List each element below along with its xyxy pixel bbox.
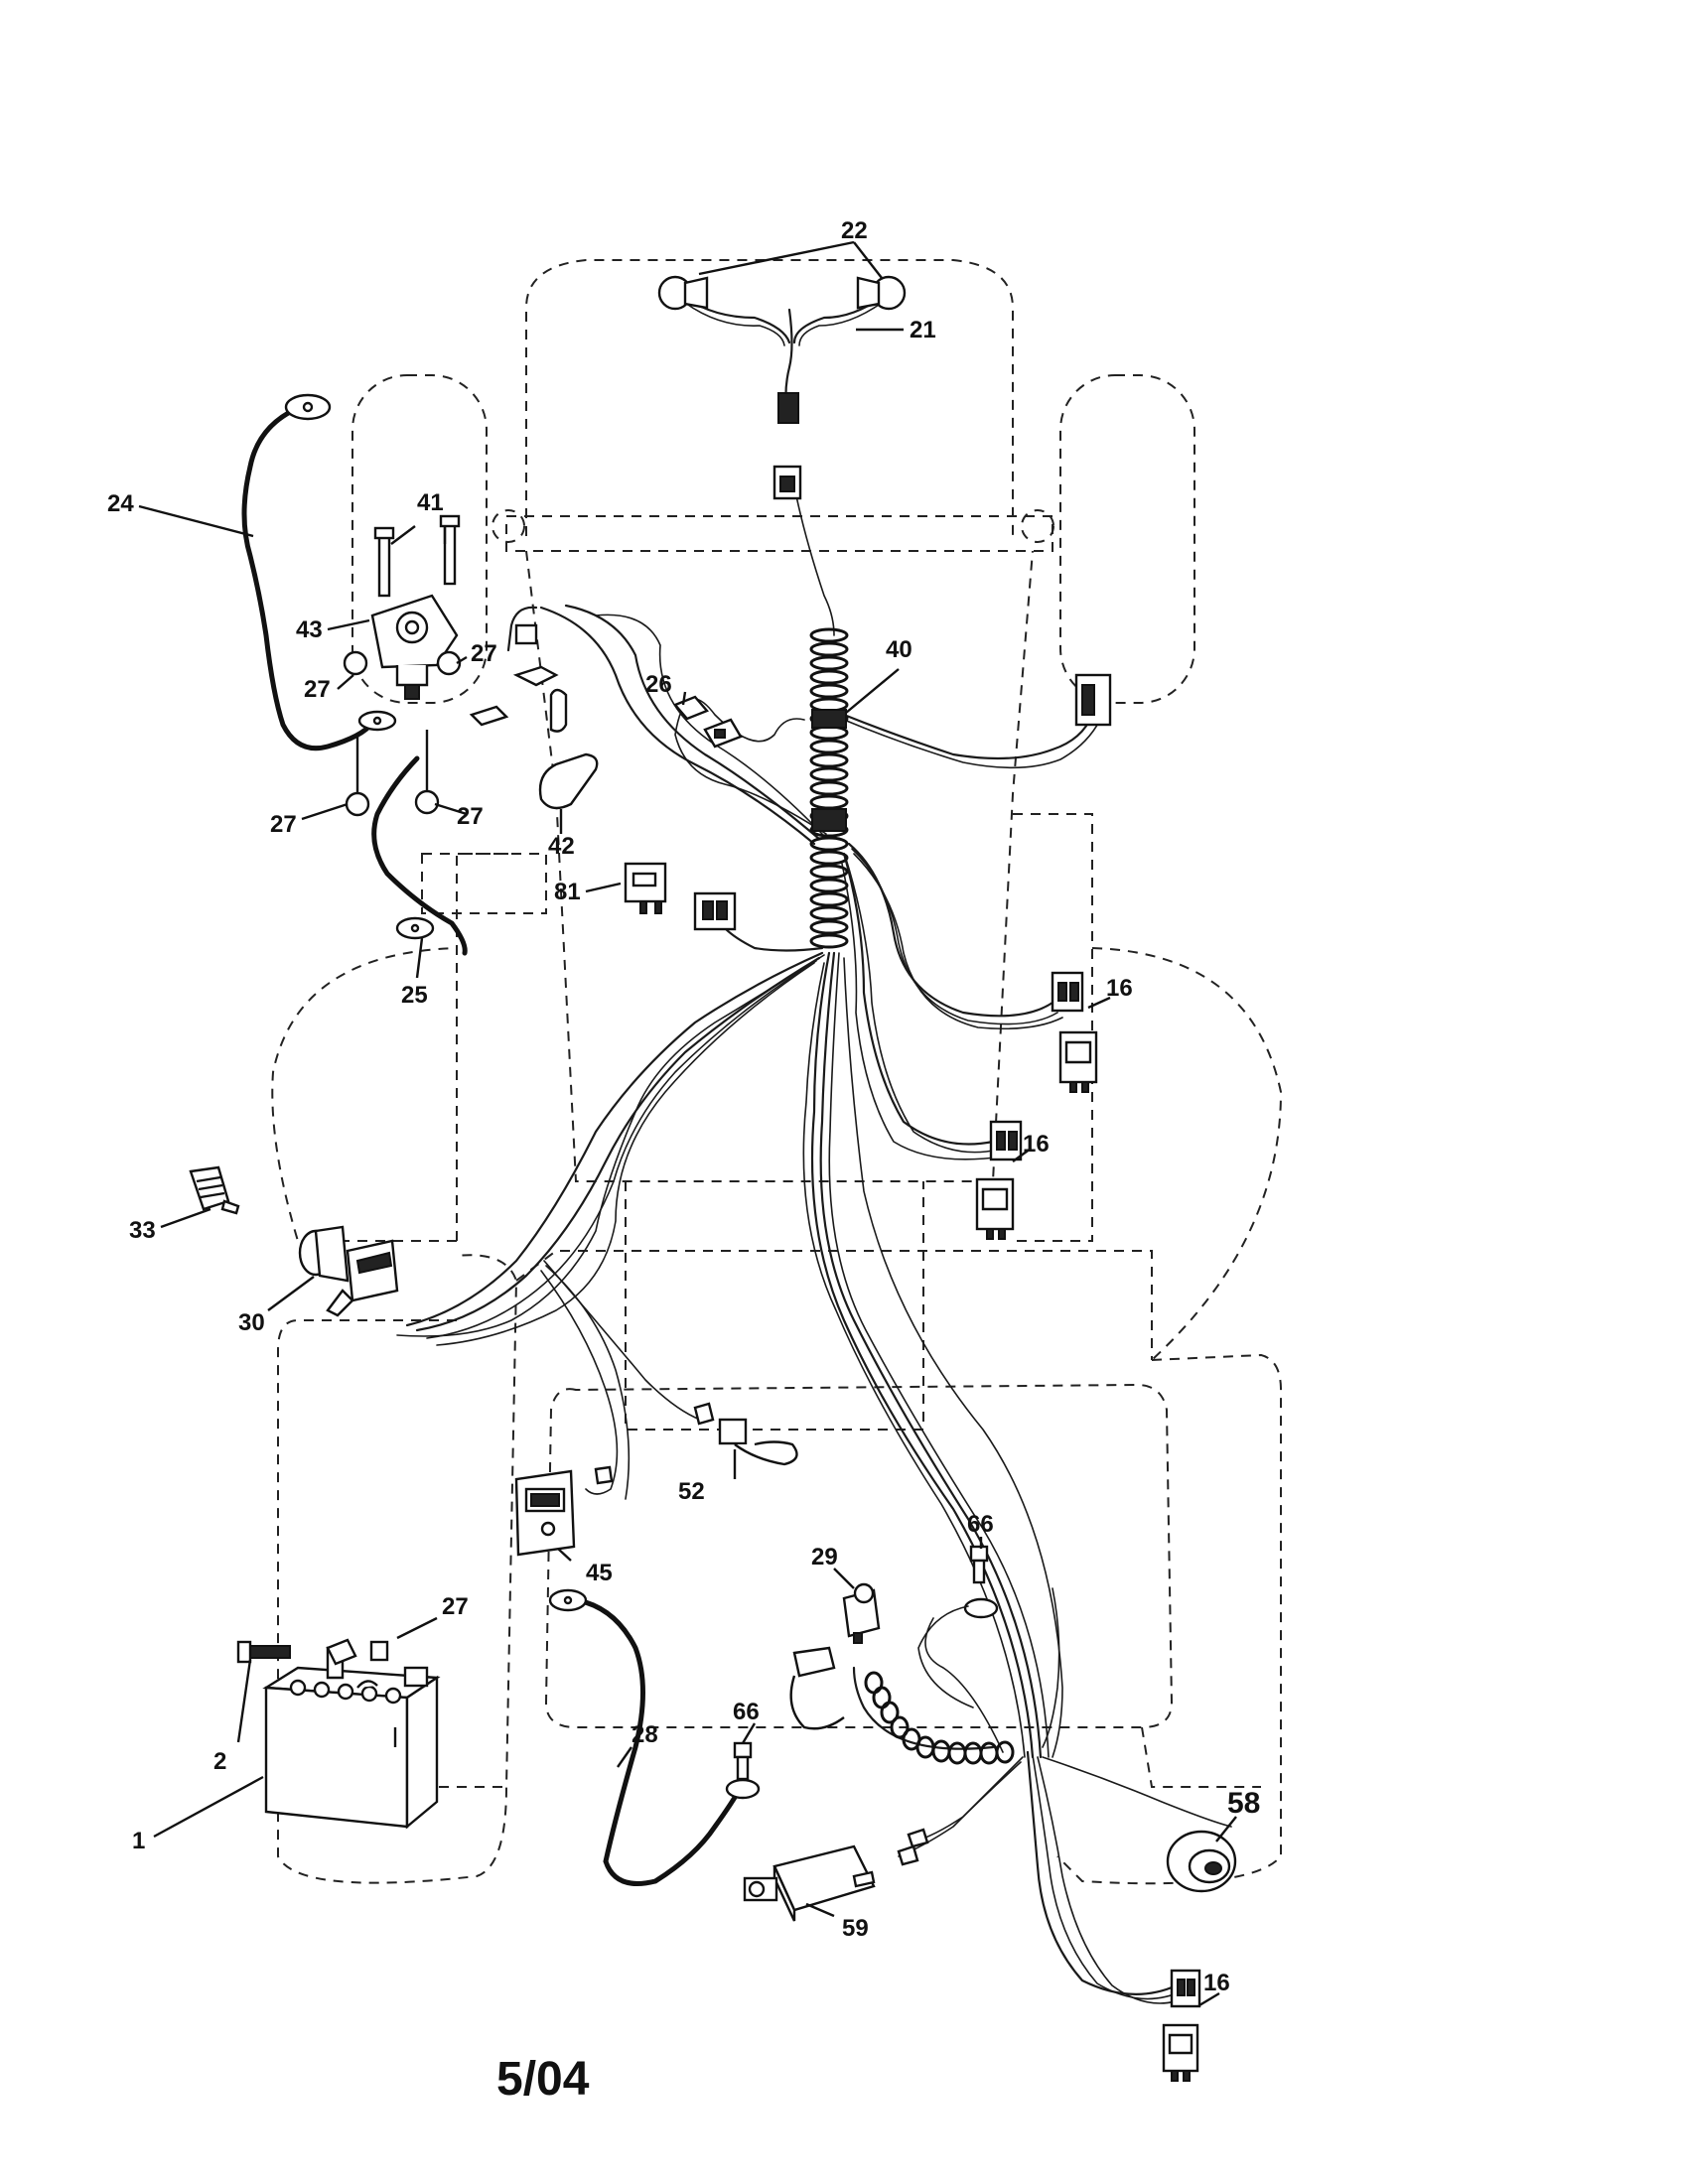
label-27-e: 27: [442, 1593, 469, 1620]
ground-cable: [548, 1588, 761, 1886]
voltage-regulator: [743, 1844, 876, 1922]
light-connector: [718, 1418, 798, 1466]
label-21: 21: [910, 317, 936, 343]
split-loom: [809, 627, 849, 949]
cable-25: [371, 755, 468, 956]
starter-cable: [241, 393, 397, 751]
interlock-switch-1: [1051, 971, 1098, 1093]
label-16-b: 16: [1023, 1131, 1050, 1158]
label-58: 58: [1227, 1787, 1260, 1820]
ground-bolt-upper: [917, 1545, 999, 1708]
label-45: 45: [586, 1560, 613, 1586]
wire-harness: [396, 308, 1232, 2004]
label-42: 42: [548, 833, 575, 860]
date-code: 5/04: [496, 2053, 590, 2106]
label-27-a: 27: [471, 640, 497, 667]
battery: [262, 1646, 441, 1830]
label-24: 24: [107, 490, 134, 517]
label-52: 52: [678, 1478, 705, 1505]
label-30: 30: [238, 1309, 265, 1336]
label-40: 40: [886, 636, 912, 663]
label-2: 2: [213, 1748, 226, 1775]
ground-bolt-lower: [733, 1741, 753, 1781]
label-27-c: 27: [270, 811, 297, 838]
label-59: 59: [842, 1915, 869, 1942]
label-41: 41: [417, 489, 444, 516]
label-43: 43: [296, 616, 323, 643]
rear-terminals: [897, 1828, 929, 1866]
terminal-lugs: [594, 1402, 715, 1485]
hour-meter: [514, 1469, 576, 1557]
coiled-wire: [864, 1671, 1015, 1765]
relay: [624, 862, 737, 931]
label-29: 29: [811, 1544, 838, 1570]
headlight-left: [657, 275, 709, 311]
interlock-switch-3: [1162, 1969, 1201, 2082]
seat-switch: [789, 1582, 881, 1730]
label-25: 25: [401, 982, 428, 1009]
front-right-connector: [1074, 673, 1112, 727]
fuse-holder: [672, 695, 743, 749]
label-16-a: 16: [1106, 975, 1133, 1002]
ignition-switch: [298, 1225, 399, 1317]
label-16-c: 16: [1203, 1970, 1230, 1996]
pto-clutch: [1166, 1830, 1237, 1893]
callout-labels: 22 21 24 41 43 27 27 27 27 26 40 42 81 2…: [107, 217, 1260, 1996]
wire-boot: [538, 752, 599, 810]
label-66-upper: 66: [967, 1511, 994, 1538]
interlock-switch-2: [975, 1120, 1023, 1240]
label-27-b: 27: [304, 676, 331, 703]
label-22: 22: [841, 217, 868, 244]
battery-bolt: [236, 1640, 291, 1664]
label-81: 81: [554, 879, 581, 905]
label-26: 26: [645, 671, 672, 698]
label-27-d: 27: [457, 803, 484, 830]
label-66-lower: 66: [733, 1699, 760, 1725]
ignition-key: [189, 1165, 240, 1215]
battery-nut: [326, 1638, 389, 1666]
leader-lines: [138, 240, 1237, 2007]
label-33: 33: [129, 1217, 156, 1244]
headlight-assembly: [657, 275, 907, 500]
terminal-connectors: [469, 623, 568, 733]
headlight-right: [856, 275, 907, 311]
label-1: 1: [132, 1828, 145, 1854]
solenoid: [343, 514, 462, 817]
label-28: 28: [632, 1721, 658, 1748]
